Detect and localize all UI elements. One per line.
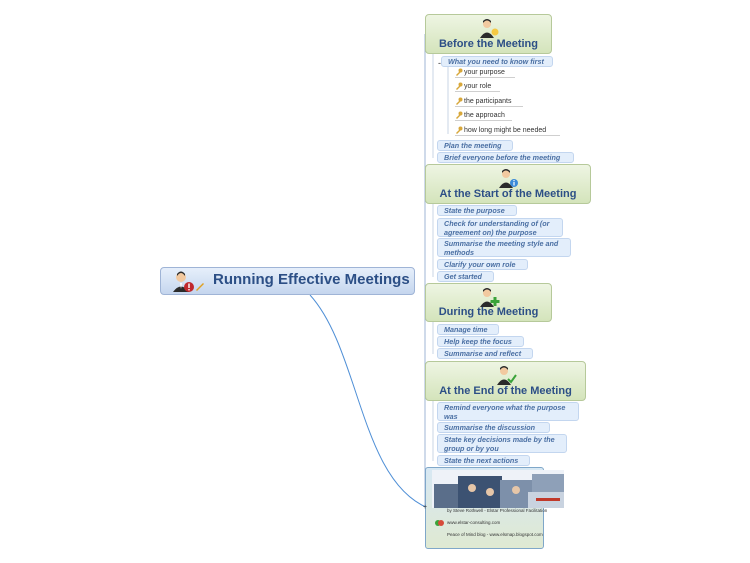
key-icon xyxy=(456,68,463,76)
topic-key-decisions[interactable]: State key decisions made by the group or… xyxy=(437,434,567,453)
person-alert-icon xyxy=(173,271,204,292)
blog-link[interactable]: Peace of Mind blog - www.elsmap.blogspot… xyxy=(447,532,543,537)
topic-manage-time[interactable]: Manage time xyxy=(437,324,499,335)
key-icon xyxy=(456,126,463,134)
banner-image xyxy=(432,470,564,508)
subtopic-item[interactable]: your purpose xyxy=(455,68,515,78)
topic-plan-meeting[interactable]: Plan the meeting xyxy=(437,140,513,151)
topic-get-started[interactable]: Get started xyxy=(437,271,494,282)
section-during-meeting[interactable]: During the Meeting xyxy=(425,283,552,322)
topic-summarise-discussion[interactable]: Summarise the discussion xyxy=(437,422,550,433)
topic-next-actions[interactable]: State the next actions xyxy=(437,455,530,466)
central-topic-title: Running Effective Meetings xyxy=(213,271,410,288)
collapse-toggle[interactable]: - xyxy=(438,58,441,68)
subtopic-item[interactable]: your role xyxy=(455,82,500,92)
topic-check-understanding[interactable]: Check for understanding of (or agreement… xyxy=(437,218,563,237)
topic-clarify-role[interactable]: Clarify your own role xyxy=(437,259,528,270)
topic-what-you-need[interactable]: What you need to know first xyxy=(441,56,553,67)
topic-summarise-style[interactable]: Summarise the meeting style and methods xyxy=(437,238,571,257)
section-title: At the Start of the Meeting xyxy=(439,188,577,200)
person-lightbulb-icon xyxy=(479,19,498,38)
person-plus-icon xyxy=(479,288,499,307)
key-icon xyxy=(456,82,463,90)
central-topic[interactable]: Running Effective Meetings xyxy=(160,267,415,295)
section-before-meeting[interactable]: Before the Meeting xyxy=(425,14,552,54)
section-end-meeting[interactable]: At the End of the Meeting xyxy=(425,361,586,401)
section-title: During the Meeting xyxy=(438,306,539,318)
topic-summarise-reflect[interactable]: Summarise and reflect xyxy=(437,348,533,359)
topic-remind-purpose[interactable]: Remind everyone what the purpose was xyxy=(437,402,579,421)
key-icon xyxy=(456,111,463,119)
person-check-icon xyxy=(496,366,517,385)
topic-state-purpose[interactable]: State the purpose xyxy=(437,205,517,216)
subtopic-item[interactable]: how long might be needed xyxy=(455,126,560,136)
section-title: At the End of the Meeting xyxy=(439,385,572,397)
topic-keep-focus[interactable]: Help keep the focus xyxy=(437,336,524,347)
subtopic-item[interactable]: the approach xyxy=(455,111,512,121)
key-icon xyxy=(456,97,463,105)
author-byline: by Steve Rothwell - Elstar Professional … xyxy=(447,508,548,513)
subtopic-item[interactable]: the participants xyxy=(455,97,523,107)
flag-icon xyxy=(435,520,444,526)
website-link[interactable]: www.elstar-consulting.com xyxy=(447,520,501,525)
section-start-meeting[interactable]: At the Start of the Meeting xyxy=(425,164,591,204)
person-info-icon xyxy=(499,169,518,188)
author-info-box[interactable]: + by Steve Rothwell - Elstar Professiona… xyxy=(423,467,564,549)
expand-toggle[interactable]: + xyxy=(423,504,428,511)
section-title: Before the Meeting xyxy=(438,38,538,50)
topic-brief-everyone[interactable]: Brief everyone before the meeting xyxy=(437,152,574,163)
